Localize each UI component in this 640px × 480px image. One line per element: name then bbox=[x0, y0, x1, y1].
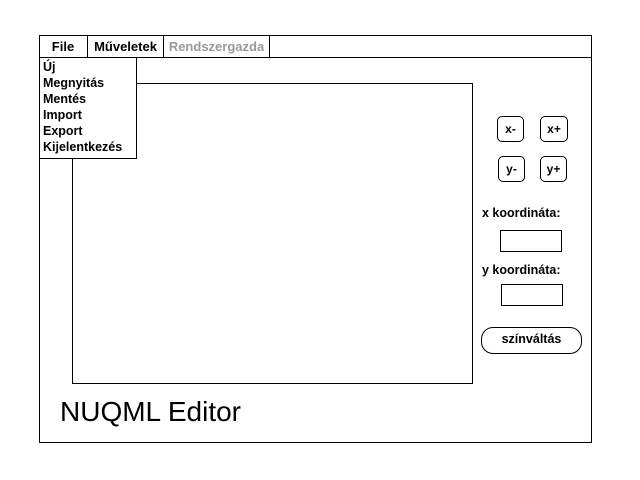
y-plus-button[interactable]: y+ bbox=[540, 156, 567, 182]
y-minus-button[interactable]: y- bbox=[498, 156, 525, 182]
file-dropdown-menu: Új Megnyitás Mentés Import Export Kijele… bbox=[39, 57, 137, 159]
app-window bbox=[39, 35, 592, 443]
x-minus-button[interactable]: x- bbox=[497, 116, 524, 142]
menu-item-new[interactable]: Új bbox=[43, 60, 56, 74]
menu-file[interactable]: File bbox=[39, 35, 88, 58]
x-coordinate-input[interactable] bbox=[500, 230, 562, 252]
app-title: NUQML Editor bbox=[60, 396, 242, 427]
x-plus-button[interactable]: x+ bbox=[540, 116, 568, 142]
menu-item-save[interactable]: Mentés bbox=[43, 92, 87, 106]
menu-item-logout[interactable]: Kijelentkezés bbox=[43, 140, 123, 154]
menu-item-import[interactable]: Import bbox=[43, 108, 82, 122]
drawing-canvas[interactable] bbox=[72, 83, 473, 384]
x-coordinate-label: x koordináta: bbox=[482, 206, 561, 220]
menu-muveletek[interactable]: Műveletek bbox=[88, 35, 164, 58]
color-change-button[interactable]: színváltás bbox=[481, 327, 582, 354]
menu-item-export[interactable]: Export bbox=[43, 124, 83, 138]
menu-rendszergazda[interactable]: Rendszergazda bbox=[164, 35, 270, 58]
y-coordinate-input[interactable] bbox=[501, 284, 563, 306]
menu-bar bbox=[39, 35, 592, 58]
y-coordinate-label: y koordináta: bbox=[482, 263, 561, 277]
menu-item-open[interactable]: Megnyitás bbox=[43, 76, 105, 90]
